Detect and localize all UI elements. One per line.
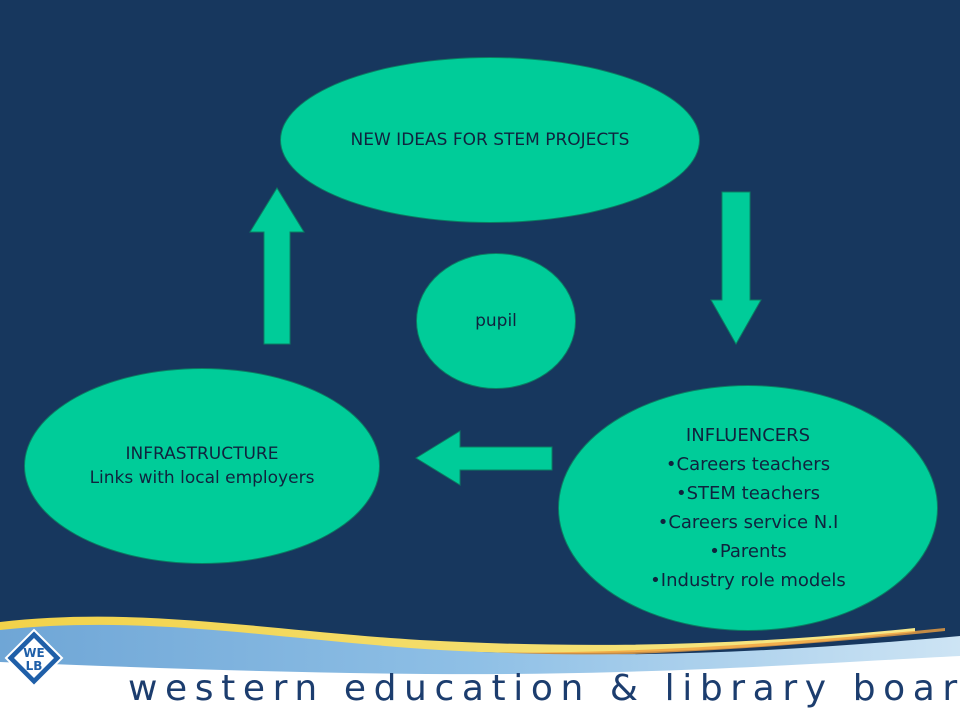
welb-logo: WE LB	[4, 628, 64, 688]
arrow-up-icon	[249, 187, 305, 345]
node-influencers: INFLUENCERS Careers teachers STEM teache…	[558, 385, 938, 631]
logo-bottom-text: LB	[26, 659, 43, 673]
arrow-down-icon	[710, 191, 762, 346]
arrow-left-icon	[415, 430, 553, 486]
influencer-item: Industry role models	[650, 566, 846, 595]
node-new-ideas: NEW IDEAS FOR STEM PROJECTS	[280, 57, 700, 223]
organization-name: western education & library board	[128, 668, 960, 709]
influencer-item: Careers teachers	[666, 450, 831, 479]
influencer-item: Parents	[709, 537, 787, 566]
node-pupil-label: pupil	[475, 311, 517, 331]
node-pupil: pupil	[416, 253, 576, 389]
node-infrastructure: INFRASTRUCTURE Links with local employer…	[24, 368, 380, 564]
node-new-ideas-label: NEW IDEAS FOR STEM PROJECTS	[350, 130, 630, 150]
logo-top-text: WE	[23, 646, 44, 660]
node-infrastructure-title: INFRASTRUCTURE	[125, 444, 279, 464]
influencer-item: STEM teachers	[676, 479, 820, 508]
footer-banner	[0, 616, 960, 720]
node-influencers-title: INFLUENCERS	[685, 425, 811, 446]
influencer-item: Careers service N.I	[658, 508, 838, 537]
node-infrastructure-line: Links with local employers	[89, 468, 315, 488]
